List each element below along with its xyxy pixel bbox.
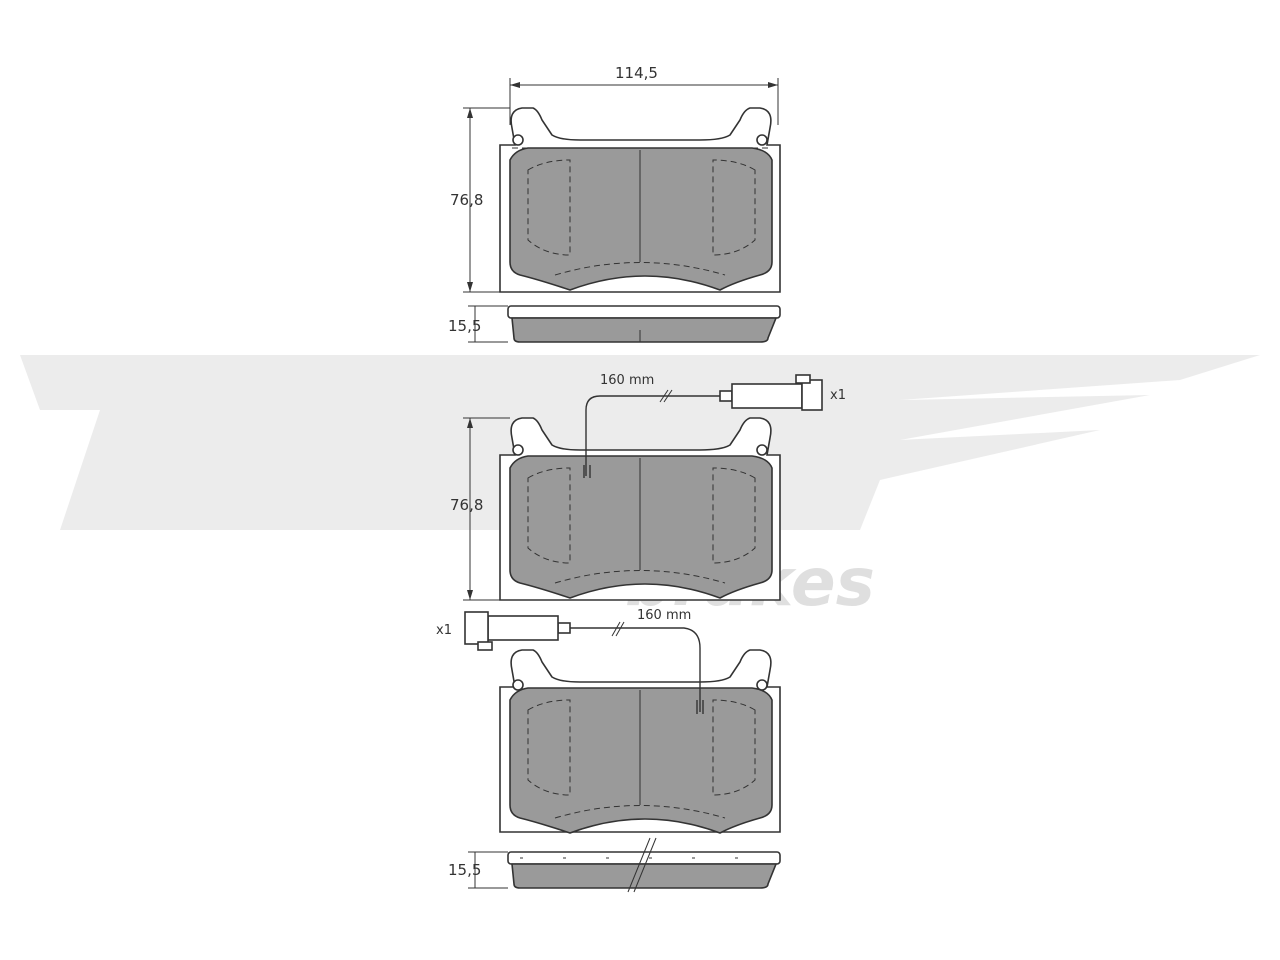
top-brake-pad xyxy=(499,107,781,293)
sensor-wire xyxy=(570,627,701,712)
sensor-wire xyxy=(585,395,720,476)
width-label: 114,5 xyxy=(615,64,658,82)
height-top-label: 76,8 xyxy=(450,191,483,209)
height-dimension-top: 76,8 xyxy=(450,107,510,293)
sensor-qty-label: x1 xyxy=(436,623,452,638)
thickness-top-label: 15,5 xyxy=(448,317,481,335)
top-pad-side-view: 15,5 xyxy=(448,305,781,343)
friction-material xyxy=(509,147,773,291)
sensor-connector xyxy=(464,611,571,651)
thickness-bottom-label: 15,5 xyxy=(448,861,481,879)
friction-material xyxy=(509,455,773,599)
middle-brake-pad: 160 mm x1 xyxy=(499,373,846,601)
sensor-connector xyxy=(719,374,823,411)
sensor-qty-label: x1 xyxy=(830,388,846,403)
sensor-length-label: 160 mm xyxy=(637,608,691,623)
friction-material xyxy=(509,687,773,834)
left-chamfer xyxy=(527,159,571,256)
right-chamfer xyxy=(712,159,756,256)
bottom-contour xyxy=(554,262,726,276)
bottom-brake-pad: 160 mm x1 xyxy=(436,608,781,834)
bottom-pad-side-view: 15,5 xyxy=(448,837,781,893)
width-dimension: 114,5 xyxy=(509,64,779,125)
height-middle-label: 76,8 xyxy=(450,496,483,514)
height-dimension-middle: 76,8 xyxy=(450,417,510,601)
sensor-length-label: 160 mm xyxy=(600,373,654,388)
